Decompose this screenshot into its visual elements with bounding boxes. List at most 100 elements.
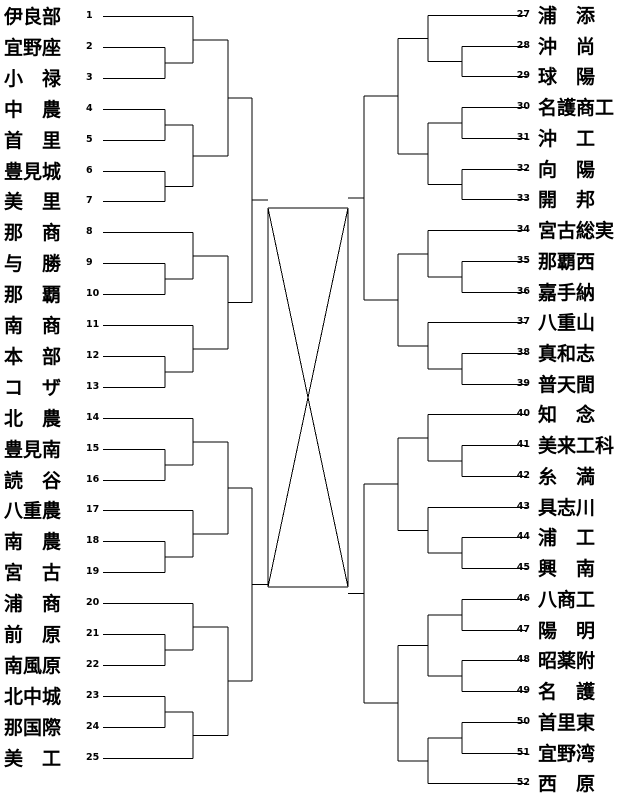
seed-number: 25 [86,751,100,763]
team-name: 沖 尚 [538,35,596,58]
seed-number: 28 [516,39,530,51]
seed-number: 18 [86,534,100,546]
seed-number: 16 [86,473,100,485]
seed-number: 14 [86,411,100,423]
team-name: 美 工 [4,747,62,770]
team-name: 読 谷 [4,469,62,492]
seed-number: 31 [516,131,530,143]
team-name: 南 農 [4,530,62,553]
team-name: 那国際 [4,716,62,739]
team-name: 南 商 [4,314,62,337]
team-name: 伊良部 [4,5,62,28]
team-name: 八重農 [4,499,62,522]
team-name: 豊見城 [4,160,62,183]
team-name: 那覇西 [538,250,596,273]
team-name: 那 覇 [4,283,62,306]
seed-number: 47 [516,623,530,635]
team-name: 宜野湾 [538,742,596,765]
team-name: 南風原 [4,654,62,677]
team-name: 具志川 [538,496,596,519]
seed-number: 22 [86,658,100,670]
team-name: 知 念 [538,403,596,426]
final-cross-2 [267,207,349,588]
seed-number: 12 [86,349,100,361]
team-name: 浦 添 [538,4,596,27]
seed-number: 13 [86,380,100,392]
team-name: 宮 古 [4,561,62,584]
seed-number: 46 [516,592,530,604]
seed-number: 39 [516,377,530,389]
team-name: 沖 工 [538,127,596,150]
seed-number: 52 [516,776,530,788]
team-name: 真和志 [538,342,596,365]
seed-number: 1 [86,9,93,21]
seed-number: 35 [516,254,530,266]
team-name: 嘉手納 [538,281,596,304]
team-name: 宜野座 [4,36,62,59]
team-name: 本 部 [4,345,62,368]
seed-number: 37 [516,315,530,327]
seed-number: 49 [516,684,530,696]
seed-number: 34 [516,223,530,235]
seed-number: 9 [86,256,93,268]
seed-number: 51 [516,746,530,758]
seed-number: 29 [516,69,530,81]
seed-number: 36 [516,285,530,297]
seed-number: 43 [516,500,530,512]
seed-number: 10 [86,287,100,299]
seed-number: 2 [86,40,93,52]
seed-number: 6 [86,164,93,176]
team-name: 那 商 [4,221,62,244]
seed-number: 11 [86,318,100,330]
team-name: 昭薬附 [538,649,596,672]
seed-number: 20 [86,596,100,608]
team-name: 小 禄 [4,67,62,90]
team-name: 陽 明 [538,619,596,642]
team-name: 美来工科 [538,434,615,457]
seed-number: 23 [86,689,100,701]
seed-number: 30 [516,100,530,112]
team-name: コ ザ [4,376,62,399]
team-name: 糸 満 [538,465,596,488]
team-name: 宮古総実 [538,219,615,242]
team-name: 興 南 [538,557,596,580]
seed-number: 24 [86,720,100,732]
team-name: 前 原 [4,623,62,646]
seed-number: 21 [86,627,100,639]
seed-number: 41 [516,438,530,450]
team-name: 首 里 [4,129,62,152]
seed-number: 48 [516,653,530,665]
team-name: 球 陽 [538,65,596,88]
seed-number: 33 [516,192,530,204]
team-name: 八重山 [538,311,596,334]
team-name: 豊見南 [4,438,62,461]
team-name: 普天間 [538,373,596,396]
seed-number: 44 [516,530,530,542]
team-name: 北 農 [4,407,62,430]
seed-number: 17 [86,503,100,515]
team-name: 首里東 [538,711,596,734]
team-name: 浦 工 [538,526,596,549]
team-name: 美 里 [4,190,62,213]
seed-number: 32 [516,162,530,174]
seed-number: 8 [86,225,93,237]
team-name: 向 陽 [538,158,596,181]
team-name: 中 農 [4,98,62,121]
seed-number: 5 [86,133,93,145]
team-name: 名護商工 [538,96,615,119]
seed-number: 38 [516,346,530,358]
seed-number: 27 [516,8,530,20]
seed-number: 50 [516,715,530,727]
seed-number: 3 [86,71,93,83]
seed-number: 42 [516,469,530,481]
team-name: 与 勝 [4,252,62,275]
team-name: 浦 商 [4,592,62,615]
team-name: 西 原 [538,772,596,795]
seed-number: 4 [86,102,93,114]
team-name: 北中城 [4,685,62,708]
team-name: 名 護 [538,680,596,703]
seed-number: 40 [516,407,530,419]
seed-number: 45 [516,561,530,573]
